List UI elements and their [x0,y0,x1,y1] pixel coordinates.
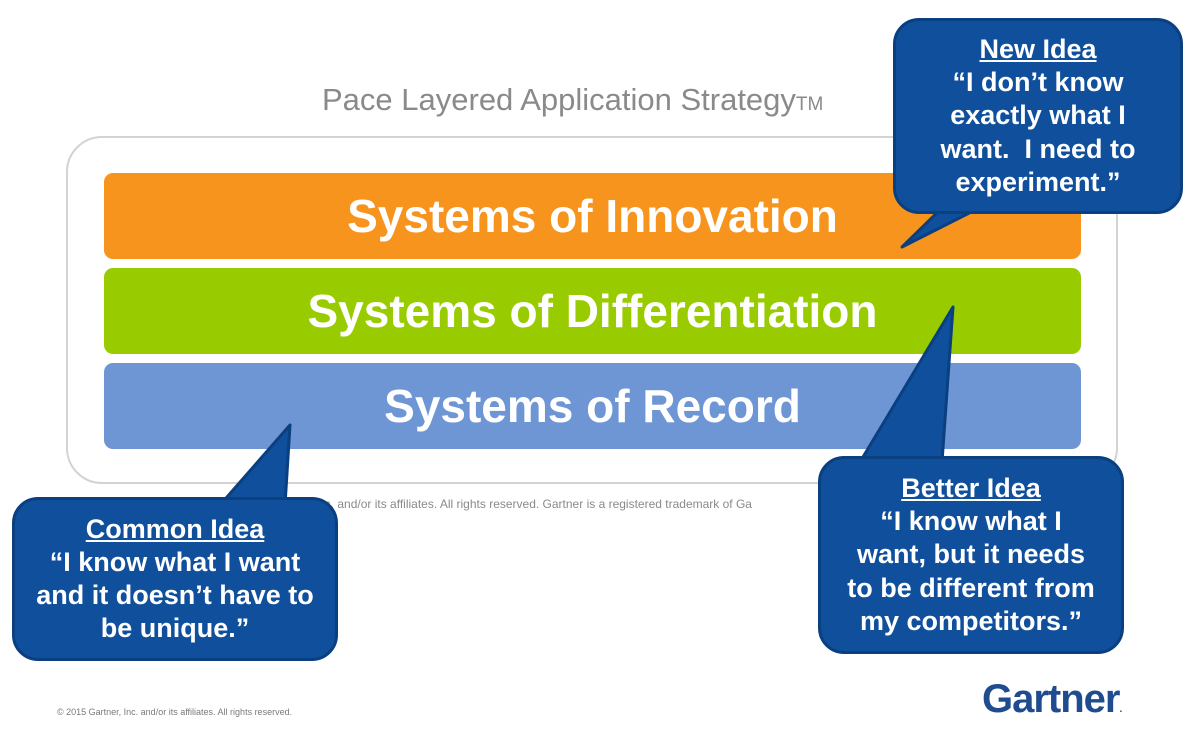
tail-common-idea [218,423,292,507]
callout-line: be unique.” [100,613,250,644]
trademark-mark: TM [795,94,824,115]
callout-line: “I don’t know [952,67,1124,98]
callout-common-idea: Common Idea “I know what I want and it d… [12,497,338,661]
diagram-title: Pace Layered Application StrategyTM [322,82,882,118]
callout-line: to be different from [847,572,1095,603]
layer-systems-of-innovation: Systems of Innovation [104,173,1081,259]
layers-frame [66,136,1118,484]
callout-line: and it doesn’t have to [36,580,314,610]
logo-mark: . [1119,704,1123,715]
callout-line: “I know what I want [49,546,301,577]
callout-line: exactly what I [950,100,1126,131]
callout-line: want. I need to [940,133,1136,164]
callout-heading: Common Idea [85,513,265,544]
callout-heading: Better Idea [901,472,1041,503]
logo-text: Gartner [982,677,1120,721]
trademark-notice: nc. and/or its affiliates. All rights re… [318,497,752,511]
title-text: Pace Layered Application Strategy [322,82,796,117]
tail-better-idea [858,305,955,464]
callout-line: want, but it needs [856,539,1085,570]
copyright-notice: © 2015 Gartner, Inc. and/or its affiliat… [57,707,293,717]
callout-line: “I know what I [880,506,1062,537]
gartner-logo: Gartner. [982,677,1122,722]
callout-line: my competitors.” [859,605,1083,636]
callout-line: experiment.” [955,166,1121,197]
callout-heading: New Idea [979,33,1097,64]
layer-systems-of-differentiation: Systems of Differentiation [104,268,1081,354]
callout-new-idea: New Idea “I don’t know exactly what I wa… [893,18,1183,214]
callout-better-idea: Better Idea “I know what I want, but it … [818,456,1124,654]
